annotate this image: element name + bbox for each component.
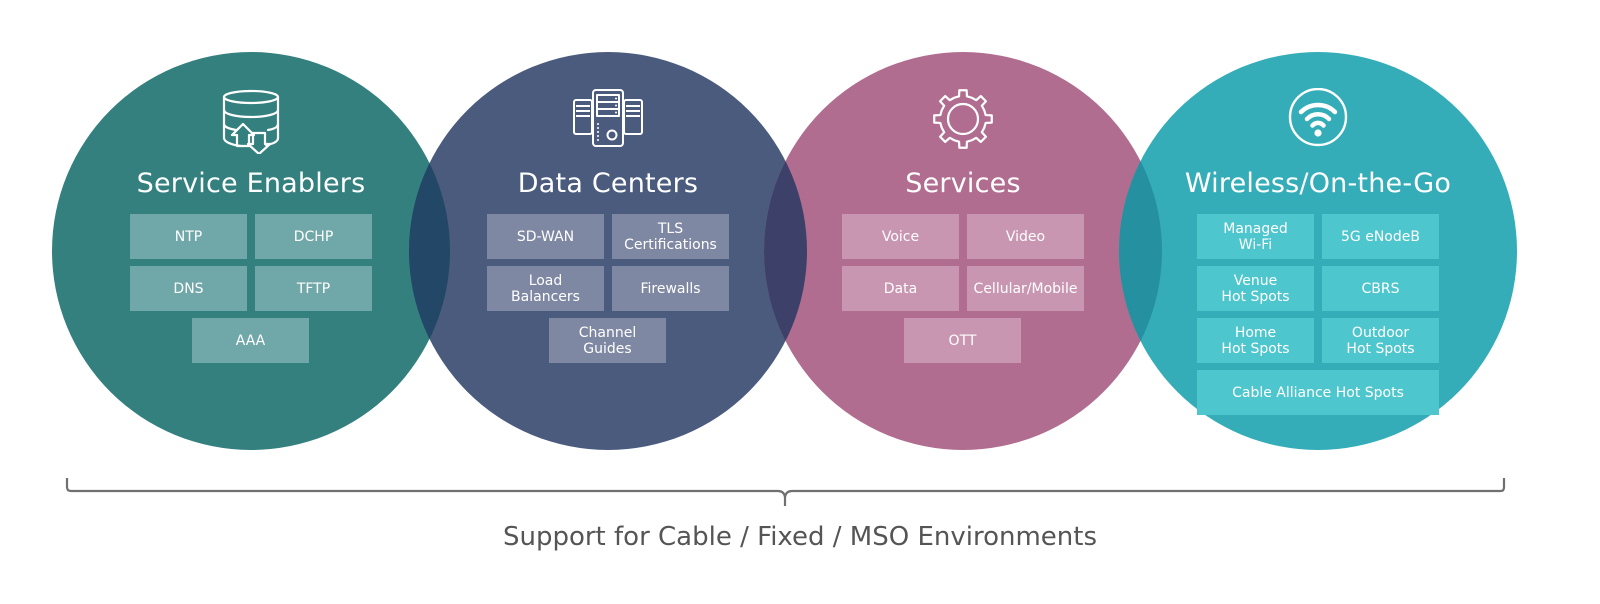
footer-label: Support for Cable / Fixed / MSO Environm…: [502, 522, 1098, 552]
tile-data: Data: [842, 266, 959, 311]
tile-dns: DNS: [130, 266, 247, 311]
database-sync-icon: [222, 89, 280, 154]
wifi-icon: [1288, 88, 1348, 147]
tile-voice: Voice: [842, 214, 959, 259]
gear-icon: [933, 89, 993, 149]
panel-title: Data Centers: [517, 168, 699, 199]
tile-tls-certifications: TLS Certifications: [612, 214, 729, 259]
tile-dchp: DCHP: [255, 214, 372, 259]
tile-managed-wifi: Managed Wi-Fi: [1197, 214, 1314, 259]
tile-cable-alliance-hot-spots: Cable Alliance Hot Spots: [1197, 370, 1439, 415]
panel-title: Wireless/On-the-Go: [1184, 168, 1452, 199]
server-rack-icon: [573, 89, 643, 147]
tile-ott: OTT: [904, 318, 1021, 363]
circle-services: [764, 52, 1162, 450]
tile-aaa: AAA: [192, 318, 309, 363]
tile-firewalls: Firewalls: [612, 266, 729, 311]
tile-cbrs: CBRS: [1322, 266, 1439, 311]
circle-service-enablers: [52, 52, 450, 450]
tile-home-hot-spots: Home Hot Spots: [1197, 318, 1314, 363]
panel-title: Services: [905, 168, 1021, 199]
tile-channel-guides: Channel Guides: [549, 318, 666, 363]
panel-title: Service Enablers: [136, 168, 366, 199]
tile-outdoor-hot-spots: Outdoor Hot Spots: [1322, 318, 1439, 363]
tile-cellular-mobile: Cellular/Mobile: [967, 266, 1084, 311]
tile-5g-enodeb: 5G eNodeB: [1322, 214, 1439, 259]
tile-sd-wan: SD-WAN: [487, 214, 604, 259]
circle-data-centers: [409, 52, 807, 450]
tile-ntp: NTP: [130, 214, 247, 259]
tile-load-balancers: Load Balancers: [487, 266, 604, 311]
tile-video: Video: [967, 214, 1084, 259]
tile-venue-hot-spots: Venue Hot Spots: [1197, 266, 1314, 311]
tile-tftp: TFTP: [255, 266, 372, 311]
